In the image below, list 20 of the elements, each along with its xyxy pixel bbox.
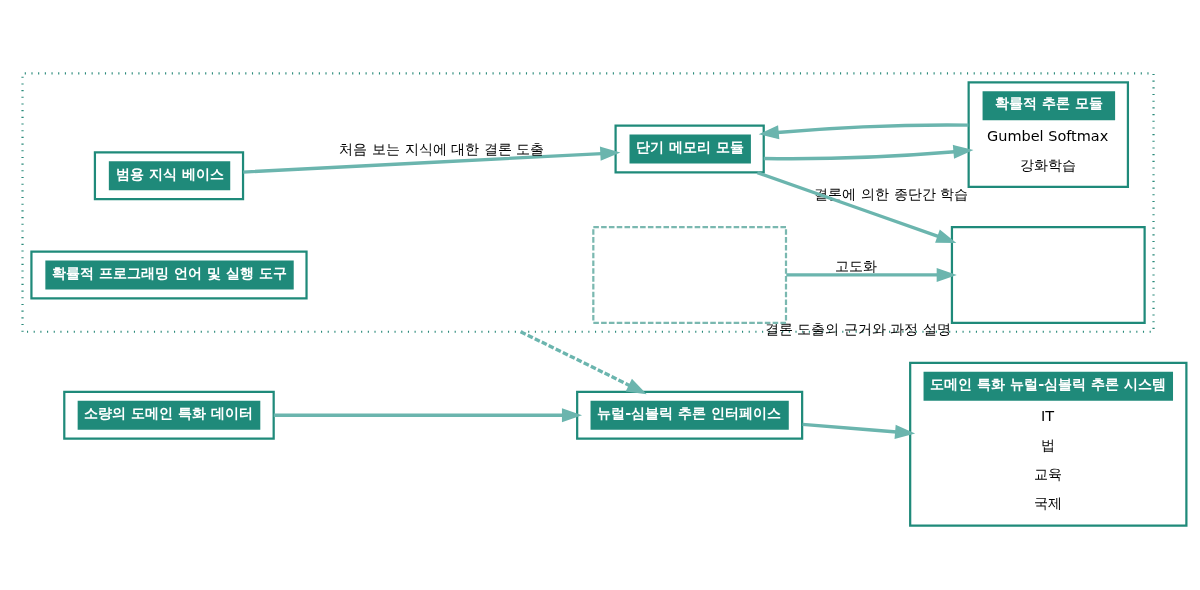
node-box: 뉴럴-심볼릭 추론 인터페이스 <box>576 390 804 440</box>
node-box: 확률적 추론 모듈 Gumbel Softmax 강화학습 <box>967 81 1130 189</box>
node-box: 소량의 도메인 특화 데이터 <box>63 390 275 440</box>
node-box: 도메인 특화 뉴럴-심볼릭 추론 시스템 IT 법 교육 국제 <box>909 361 1188 527</box>
node-box: 단기 메모리 모듈 <box>614 124 765 174</box>
node-box: 확률적 프로그래밍 언어 및 실행 도구 <box>30 250 308 300</box>
arrow <box>786 267 957 282</box>
arrow <box>763 144 974 161</box>
arrow <box>756 171 957 243</box>
node-box <box>950 225 1146 324</box>
edge-label: 처음 보는 지식에 대한 결론 도출 <box>339 141 545 157</box>
arrow <box>273 408 583 423</box>
node-box <box>592 225 788 324</box>
node-label: 결론 도출의 근거와 과정 설명 <box>764 321 952 338</box>
arrow <box>802 422 916 439</box>
arrow <box>519 330 647 395</box>
arrow <box>243 146 621 174</box>
node-box: 범용 지식 베이스 <box>93 151 245 201</box>
arrow <box>758 123 969 140</box>
edge-label: 고도화 <box>835 257 878 274</box>
